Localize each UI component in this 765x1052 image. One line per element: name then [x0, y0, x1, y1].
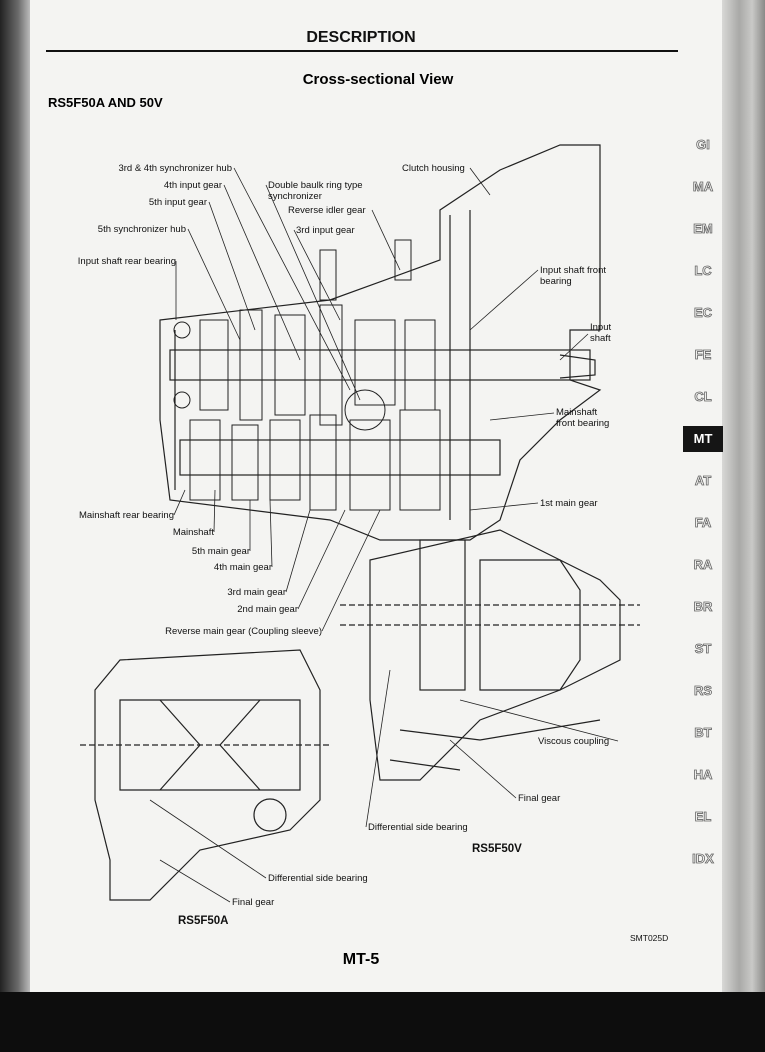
label-reverse-idler-gear: Reverse idler gear: [288, 205, 366, 216]
tab-cl[interactable]: CL: [694, 389, 712, 405]
label-3rd-input-gear: 3rd input gear: [296, 225, 355, 236]
tab-gi[interactable]: GI: [696, 137, 711, 153]
label-1st-main-gear: 1st main gear: [540, 498, 598, 509]
tab-em[interactable]: EM: [693, 221, 713, 237]
label-mainshaft: Mainshaft: [172, 527, 214, 538]
label-differential-side-bearing-a: Differential side bearing: [268, 873, 368, 884]
tab-el[interactable]: EL: [694, 809, 712, 825]
label-4th-input-gear: 4th input gear: [163, 180, 222, 191]
label-final-gear-v: Final gear: [518, 793, 561, 804]
page-stack-edge: [722, 0, 765, 992]
label-line: Mainshaft: [556, 407, 598, 418]
label-input-shaft-rear-bearing: Input shaft rear bearing: [77, 256, 176, 267]
tab-ec[interactable]: EC: [693, 305, 713, 321]
model-label-rs5f50v: RS5F50V: [472, 843, 522, 855]
manual-page: [30, 0, 722, 992]
tab-ra[interactable]: RA: [693, 557, 713, 573]
label-5th-synchronizer-hub: 5th synchronizer hub: [97, 224, 186, 235]
label-4th-main-gear: 4th main gear: [213, 562, 272, 573]
tab-ha[interactable]: HA: [693, 767, 713, 783]
figure-code: SMT025D: [630, 933, 669, 943]
label-line: Input shaft front: [540, 265, 607, 276]
label-3rd-main-gear: 3rd main gear: [227, 587, 286, 598]
section-header: DESCRIPTION: [306, 29, 416, 46]
scan-left-edge: [0, 0, 30, 1000]
label-line: shaft: [590, 333, 611, 344]
tab-idx[interactable]: IDX: [692, 851, 714, 867]
model-heading: RS5F50A AND 50V: [48, 95, 163, 110]
tab-mt[interactable]: MT: [683, 426, 723, 452]
label-differential-side-bearing-v: Differential side bearing: [368, 822, 468, 833]
label-clutch-housing: Clutch housing: [402, 163, 465, 174]
label-3rd-4th-synchronizer-hub: 3rd & 4th synchronizer hub: [118, 163, 232, 174]
page-title: Cross-sectional View: [302, 71, 454, 88]
label-line: synchronizer: [268, 191, 322, 202]
tab-fa[interactable]: FA: [694, 515, 712, 531]
tab-st[interactable]: ST: [694, 641, 712, 657]
tab-lc[interactable]: LC: [694, 263, 712, 279]
scan-bottom-edge: [0, 992, 765, 1052]
tab-bt[interactable]: BT: [694, 725, 712, 741]
label-5th-main-gear: 5th main gear: [191, 546, 250, 557]
tab-ma[interactable]: MA: [692, 179, 714, 195]
tab-rs[interactable]: RS: [693, 683, 713, 699]
label-5th-input-gear: 5th input gear: [148, 197, 207, 208]
label-mainshaft-rear-bearing: Mainshaft rear bearing: [78, 510, 174, 521]
tab-at[interactable]: AT: [694, 473, 712, 489]
label-line: Double baulk ring type: [268, 180, 363, 191]
label-viscous-coupling: Viscous coupling: [538, 736, 610, 747]
label-final-gear-a: Final gear: [232, 897, 275, 908]
label-line: Input: [590, 322, 612, 333]
tab-br[interactable]: BR: [693, 599, 713, 615]
header-rule: [46, 50, 678, 52]
label-2nd-main-gear: 2nd main gear: [237, 604, 298, 615]
tab-fe[interactable]: FE: [694, 347, 712, 363]
page-number: MT-5: [342, 951, 380, 968]
label-line: front bearing: [556, 418, 610, 429]
label-reverse-main-gear: Reverse main gear (Coupling sleeve): [165, 626, 322, 637]
label-line: bearing: [540, 276, 572, 287]
model-label-rs5f50a: RS5F50A: [178, 915, 229, 927]
